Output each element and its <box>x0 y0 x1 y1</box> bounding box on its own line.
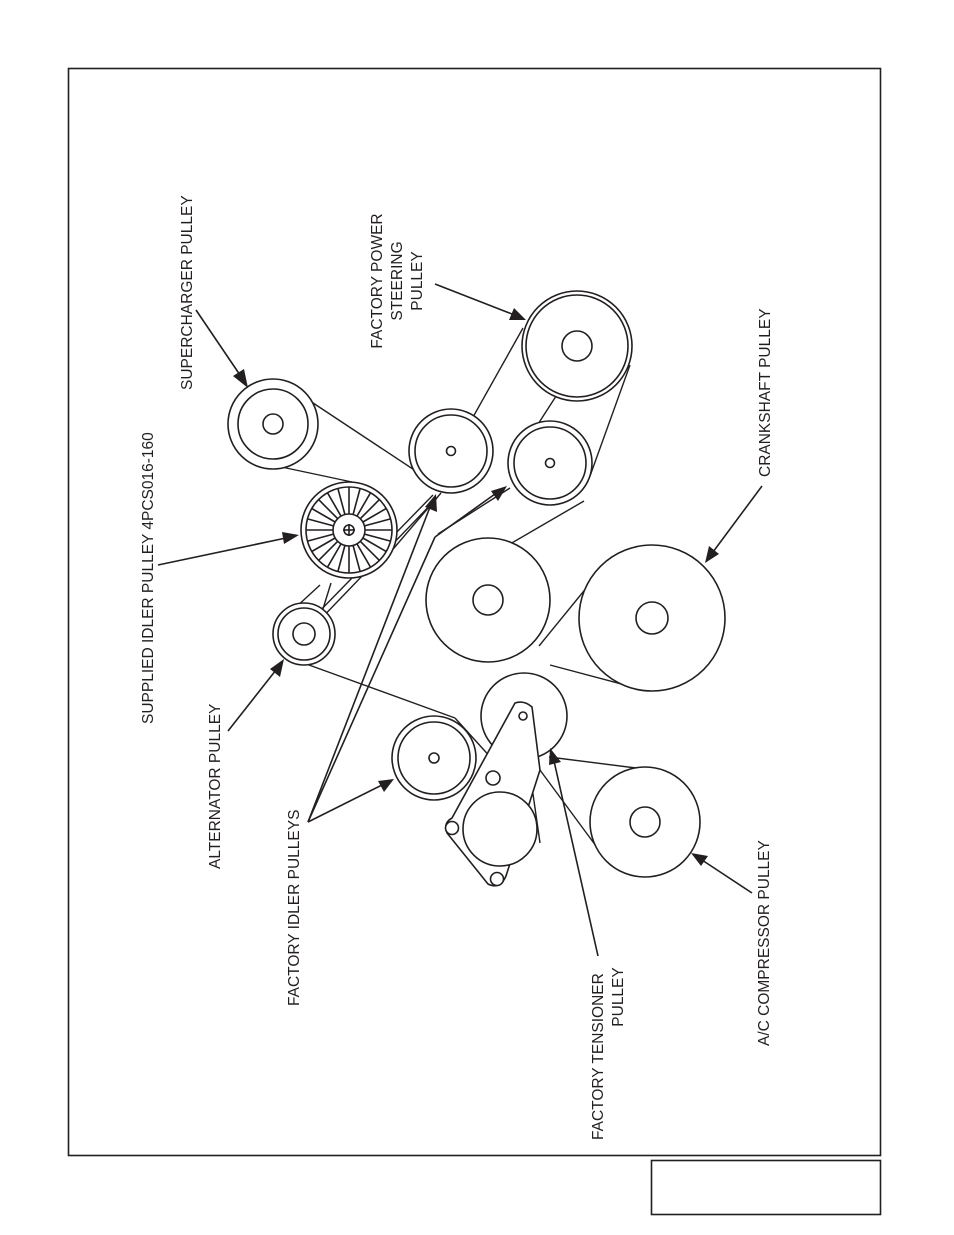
supplied-idler-pulley <box>301 482 397 578</box>
factory-idler-pulley-middle <box>508 421 592 505</box>
label-power-steering-line-3: PULLEY <box>409 251 426 310</box>
label-crankshaft-pulley: CRANKSHAFT PULLEY <box>757 308 774 477</box>
label-ac-compressor-pulley: A/C COMPRESSOR PULLEY <box>756 840 773 1046</box>
label-tensioner-line-1: FACTORY TENSIONER <box>590 973 607 1140</box>
label-power-steering-line-1: FACTORY POWER <box>369 213 386 348</box>
label-power-steering-line-2: STEERING <box>389 241 406 320</box>
supercharger-pulley <box>228 379 318 469</box>
crankshaft-pulley <box>579 545 725 691</box>
label-factory-idler-pulleys: FACTORY IDLER PULLEYS <box>286 810 303 1006</box>
ac-compressor-pulley <box>590 767 700 877</box>
label-supercharger-pulley: SUPERCHARGER PULLEY <box>179 195 196 390</box>
label-alternator-pulley: ALTERNATOR PULLEY <box>207 704 224 869</box>
label-supplied-idler-pulley: SUPPLIED IDLER PULLEY 4PCS016-160 <box>140 432 157 724</box>
power-steering-pulley <box>522 291 632 401</box>
title-block <box>652 1161 881 1215</box>
factory-idler-pulley-upper <box>409 409 493 493</box>
label-tensioner-line-2: PULLEY <box>610 967 627 1026</box>
alternator-pulley <box>273 603 335 665</box>
water-pump-pulley <box>426 538 550 662</box>
factory-idler-pulley-lower <box>392 716 476 800</box>
